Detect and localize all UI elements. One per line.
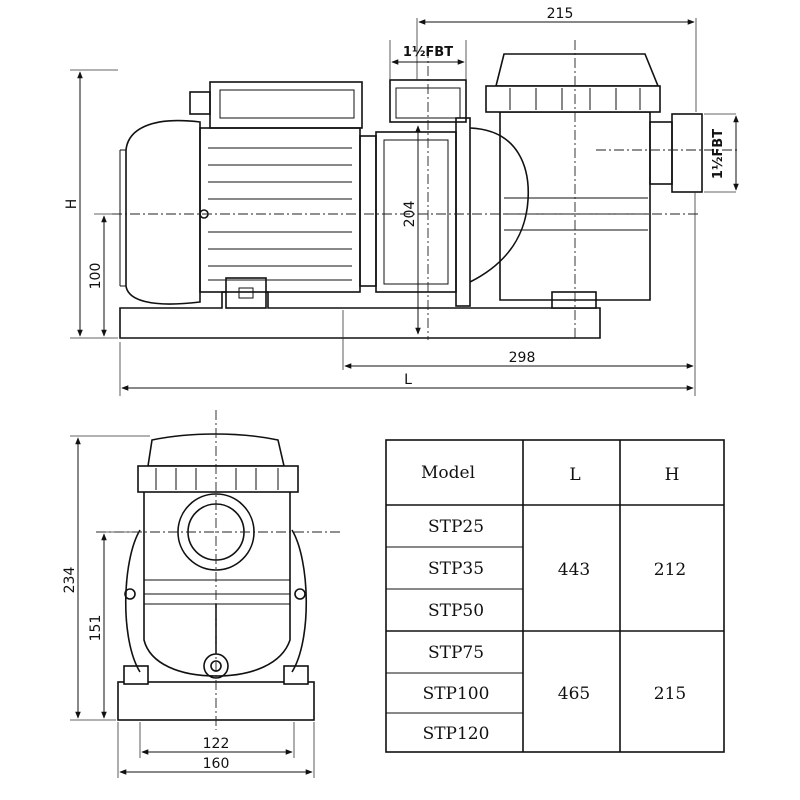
front-foot-left	[123, 665, 149, 685]
lid-ring	[485, 85, 661, 113]
pump-flange	[455, 117, 471, 307]
model-row: STP50	[428, 601, 484, 621]
group-2-h: 215	[654, 684, 686, 704]
group-2-l: 465	[558, 684, 590, 704]
group-1-l: 443	[558, 560, 590, 580]
motor-fins	[208, 147, 352, 281]
table-frame	[385, 439, 725, 753]
model-row: STP35	[428, 559, 484, 579]
motor-foot-nut	[238, 287, 254, 299]
front-lid-ring	[137, 465, 299, 493]
terminal-box	[209, 81, 363, 129]
outlet-port	[671, 113, 703, 193]
dim-h: H	[64, 199, 80, 210]
base-plate	[119, 291, 601, 339]
dim-234: 234	[62, 567, 78, 594]
dim-l: L	[404, 372, 412, 388]
group-1-h: 212	[654, 560, 686, 580]
dim-215: 215	[547, 6, 574, 22]
outlet-collar	[649, 121, 673, 185]
motor-foot	[225, 277, 267, 309]
bolt-right-icon	[294, 588, 306, 600]
volute	[469, 127, 530, 283]
header-model: Model	[421, 463, 475, 483]
model-row: STP75	[428, 643, 484, 663]
dim-151: 151	[88, 615, 104, 642]
header-l: L	[569, 465, 580, 485]
bolt-left-icon	[124, 588, 136, 600]
dim-298: 298	[509, 350, 536, 366]
strainer-lid	[494, 53, 660, 87]
side-view: 215 1½FBT 1½FBT H 100 204 298 L	[64, 6, 740, 396]
model-row: STP25	[428, 517, 484, 537]
front-view: 234 151 122 160	[62, 410, 340, 778]
motor-end-cap	[125, 119, 201, 305]
model-row: STP100	[423, 684, 490, 704]
cable-gland	[189, 91, 211, 115]
dim-160: 160	[203, 756, 230, 772]
model-row: STP120	[423, 724, 490, 744]
model-table: Model L H STP25 STP35 STP50 STP75 STP100…	[385, 439, 725, 753]
dim-122: 122	[203, 736, 230, 752]
coupling	[359, 135, 377, 287]
motor-housing	[199, 127, 361, 293]
front-foot-right	[283, 665, 309, 685]
front-housing	[143, 492, 291, 677]
header-h: H	[665, 465, 680, 485]
dim-inlet: 1½FBT	[403, 45, 453, 60]
motor-disk	[124, 529, 308, 673]
dim-204: 204	[402, 201, 418, 228]
dim-100: 100	[88, 263, 104, 290]
dim-outlet: 1½FBT	[711, 129, 726, 179]
